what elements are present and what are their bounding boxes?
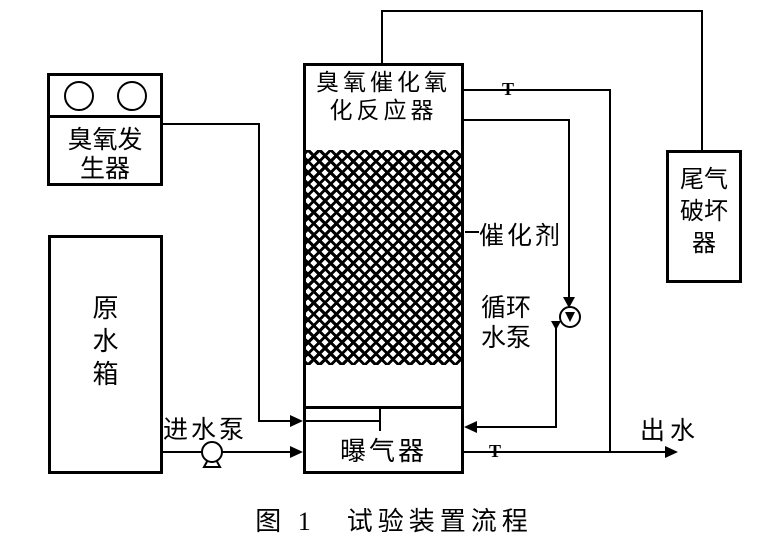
recirc-return-pipe [470, 426, 556, 428]
arrow-into-circulation-pump [563, 297, 575, 308]
aerator-gas-pipe [306, 420, 381, 422]
effluent-label: 出水 [640, 418, 701, 445]
arrow-ozone-inlet [290, 415, 303, 427]
aerator-label: 曝气器 [339, 437, 427, 466]
aerator-divider [306, 406, 461, 409]
vent-pipe-top [381, 10, 703, 12]
ozone-pipe-inlet [258, 420, 291, 422]
tail-gas-destructor-label: 尾气 破坏 器 [680, 167, 728, 257]
catalyst-bed-hatch [306, 150, 461, 365]
arrow-feed-inlet [290, 446, 303, 458]
arrow-pump-outlet [551, 321, 561, 330]
ozone-pipe-drop [258, 123, 260, 422]
ozone-pipe-horizontal [163, 123, 260, 125]
vent-pipe-drop [701, 10, 703, 150]
sample-pipe-top [464, 89, 611, 91]
sample-pipe-drop [609, 89, 611, 453]
figure-caption: 图 1 试验装置流程 [255, 507, 533, 536]
generator-dial-icon [64, 81, 94, 111]
ozone-generator-divider [50, 115, 160, 118]
raw-water-tank-box [48, 235, 163, 474]
catalyst-label: 催化剂 [479, 223, 564, 250]
recirc-suction-pipe [464, 119, 570, 121]
arrow-recirc-return [464, 421, 477, 433]
aerator-gas-pipe-stub [379, 409, 381, 431]
ozone-generator-label: 臭氧发 生器 [67, 127, 143, 183]
circulation-pump-icon [559, 306, 581, 328]
circulation-pump-label: 循环 水泵 [481, 295, 532, 352]
generator-dial-icon [117, 81, 147, 111]
vent-pipe-riser [381, 10, 383, 63]
feed-pump-icon [201, 441, 223, 468]
recirc-suction-drop [568, 119, 570, 299]
arrow-effluent [665, 446, 678, 458]
sampling-port-bottom: T [489, 441, 502, 461]
catalyst-pointer-line [465, 231, 479, 233]
feed-water-pipe [163, 451, 291, 453]
sampling-port-top: T [502, 79, 515, 99]
tail-gas-destructor-box [666, 150, 742, 283]
reactor-label: 臭氧催化氧 化反应器 [316, 70, 451, 123]
effluent-pipe [464, 451, 667, 453]
recirc-return-drop [555, 326, 557, 428]
feed-pump-label: 进水泵 [163, 417, 248, 444]
raw-water-tank-label: 原 水 箱 [92, 294, 119, 389]
